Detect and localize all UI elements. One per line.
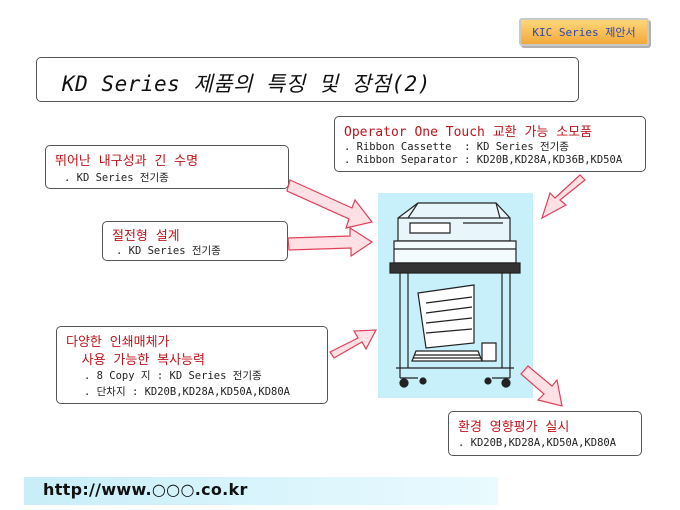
arrow-media (329, 329, 378, 359)
feature-line-durability-1: . KD Series 전기종 (64, 172, 169, 184)
feature-line-consumables-2: . Ribbon Separator : KD20B,KD28A,KD36B,K… (344, 154, 623, 166)
feature-line-power-saving-1: . KD Series 전기종 (116, 245, 221, 257)
feature-line-media-1: . 8 Copy 지 : KD Series 전기종 (84, 370, 262, 382)
arrow-power-saving (287, 226, 374, 258)
feature-box-consumables: Operator One Touch 교환 가능 소모품 . Ribbon Ca… (334, 116, 646, 172)
feature-heading-durability: 뛰어난 내구성과 긴 수명 (55, 154, 199, 169)
title-box: KD Series 제품의 특징 및 장점(2) (36, 57, 579, 102)
arrow-environment (520, 365, 563, 407)
series-badge-label: KIC Series 제안서 (532, 26, 636, 39)
feature-box-power-saving: 절전형 설계 . KD Series 전기종 (102, 221, 288, 261)
footer-url[interactable]: http://www.○○○.co.kr (43, 480, 248, 499)
printer-illustration (389, 202, 521, 388)
feature-heading-consumables: Operator One Touch 교환 가능 소모품 (344, 125, 593, 140)
page-title: KD Series 제품의 특징 및 장점(2) (62, 72, 431, 96)
feature-heading-media-2: 사용 가능한 복사능력 (66, 353, 205, 368)
arrow-durability (286, 179, 374, 229)
feature-box-media: 다양한 인쇄매체가 사용 가능한 복사능력 . 8 Copy 지 : KD Se… (56, 326, 328, 404)
footer-bar (24, 477, 498, 505)
feature-heading-media-1: 다양한 인쇄매체가 (66, 335, 170, 350)
feature-line-environment-1: . KD20B,KD28A,KD50A,KD80A (458, 437, 617, 449)
feature-line-consumables-1: . Ribbon Cassette : KD Series 전기종 (344, 141, 569, 153)
feature-heading-power-saving: 절전형 설계 (112, 229, 180, 244)
feature-line-media-2: . 단차지 : KD20B,KD28A,KD50A,KD80A (84, 386, 290, 398)
feature-heading-environment: 환경 영향평가 실시 (458, 420, 570, 435)
series-badge: KIC Series 제안서 (519, 18, 649, 46)
feature-box-durability: 뛰어난 내구성과 긴 수명 . KD Series 전기종 (45, 145, 289, 189)
feature-box-environment: 환경 영향평가 실시 . KD20B,KD28A,KD50A,KD80A (448, 411, 642, 456)
arrow-consumables (540, 174, 586, 220)
